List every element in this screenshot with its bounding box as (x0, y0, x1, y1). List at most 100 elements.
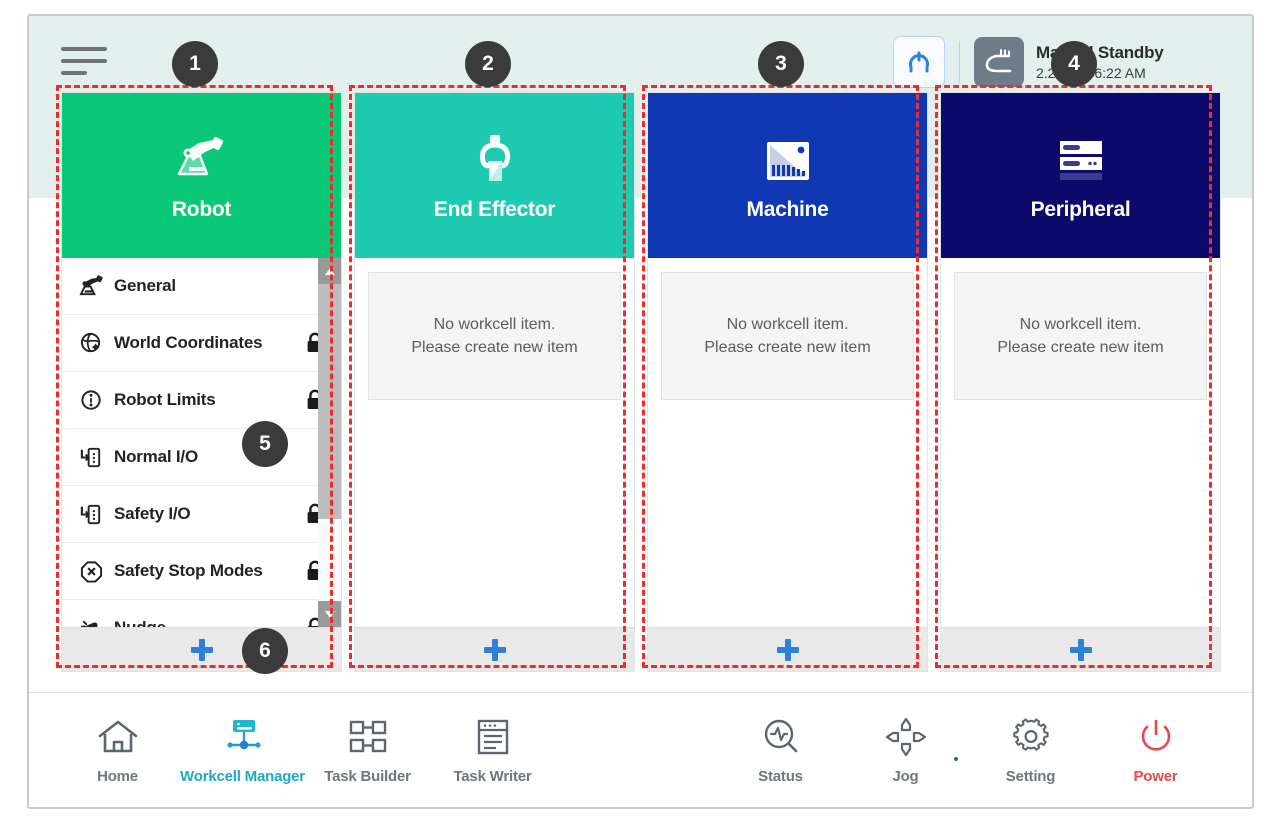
empty-state: No workcell item. Please create new item (954, 272, 1207, 400)
robot-column-header[interactable]: Robot (62, 93, 341, 258)
io-glyph (80, 447, 100, 467)
end-effector-column-header[interactable]: End Effector (355, 93, 634, 258)
end-effector-column: End Effector No workcell item. Please cr… (354, 92, 635, 672)
scroll-up-button[interactable] (318, 258, 341, 284)
robot-arm-glyph (177, 136, 223, 175)
machine-column-header[interactable]: Machine (648, 93, 927, 258)
add-item-button[interactable] (62, 627, 341, 671)
list-item-world-coordinates[interactable]: World Coordinates (62, 315, 341, 372)
empty-state: No workcell item. Please create new item (661, 272, 914, 400)
list-item-label: Normal I/O (114, 447, 198, 466)
list-item-label: General (114, 276, 176, 295)
io-glyph (80, 504, 100, 524)
empty-line-1: No workcell item. (726, 315, 849, 333)
header-divider (959, 41, 960, 83)
normal-io-icon (74, 445, 108, 470)
list-item-label: Safety Stop Modes (114, 561, 263, 580)
empty-line-2: Please create new item (411, 338, 578, 356)
peripheral-column-title: Peripheral (1030, 197, 1131, 221)
nav-item-workcell-manager[interactable]: Workcell Manager (180, 715, 305, 785)
robot-limits-icon (74, 388, 108, 413)
nav-item-status[interactable]: Status (718, 715, 843, 785)
robot-arm-icon (74, 274, 108, 299)
limits-glyph (80, 389, 101, 410)
nav-item-task-writer[interactable]: Task Writer (430, 715, 555, 785)
add-item-button[interactable] (941, 627, 1220, 671)
scrollbar-thumb[interactable] (318, 284, 341, 519)
scroll-down-button[interactable] (318, 601, 341, 627)
hamburger-menu-icon[interactable] (61, 43, 107, 79)
machine-icon (761, 130, 815, 192)
nav-item-power[interactable]: Power (1093, 715, 1218, 785)
nav-label: Power (1133, 768, 1178, 785)
nav-item-jog[interactable]: Jog (843, 715, 968, 785)
robot-arm-icon (173, 130, 231, 192)
list-item-label: World Coordinates (114, 333, 263, 352)
nav-label: Task Writer (453, 768, 532, 785)
nav-item-home[interactable]: Home (55, 715, 180, 785)
machine-column-title: Machine (746, 197, 829, 221)
list-item-label: Nudge (114, 618, 166, 627)
power-glyph (1141, 719, 1170, 751)
workcell-columns: Robot (61, 92, 1221, 672)
annotation-badge-3: 3 (758, 41, 804, 87)
gear-icon (1010, 715, 1052, 759)
plus-icon (776, 638, 799, 661)
home-icon (97, 715, 139, 759)
list-item-safety-io[interactable]: Safety I/O (62, 486, 341, 543)
task-writer-icon (473, 715, 513, 759)
add-item-button[interactable] (355, 627, 634, 671)
plus-icon (190, 638, 213, 661)
nav-item-task-builder[interactable]: Task Builder (305, 715, 430, 785)
empty-line-2: Please create new item (704, 338, 871, 356)
plus-icon (483, 638, 506, 661)
manual-hand-icon[interactable] (974, 37, 1024, 87)
bottom-navigation: Home (29, 692, 1252, 807)
gripper-icon (471, 130, 519, 192)
annotation-badge-4: 4 (1051, 41, 1097, 87)
nav-label: Jog (892, 768, 919, 785)
settings-list-scrollbar[interactable] (318, 258, 341, 627)
peripheral-rack-icon (1053, 130, 1109, 192)
rack-glyph (1059, 140, 1102, 180)
nav-item-setting[interactable]: Setting (968, 715, 1093, 785)
status-icon (760, 715, 802, 759)
robot-column-title: Robot (171, 197, 232, 221)
world-coordinates-icon (74, 331, 108, 356)
task-builder-glyph (349, 720, 386, 753)
nav-left-group: Home (55, 715, 555, 785)
menu-line-3 (61, 71, 87, 75)
empty-state: No workcell item. Please create new item (368, 272, 621, 400)
list-item-safety-stop-modes[interactable]: Safety Stop Modes (62, 543, 341, 600)
nav-label: Status (758, 768, 803, 785)
safety-stop-icon (74, 559, 108, 584)
peripheral-column-header[interactable]: Peripheral (941, 93, 1220, 258)
jog-icon (884, 715, 928, 759)
end-effector-body: No workcell item. Please create new item (355, 258, 634, 627)
menu-line-1 (61, 47, 107, 51)
robot-home-pose-icon[interactable] (893, 36, 945, 88)
nav-label: Home (97, 768, 138, 785)
stop-octagon-glyph (80, 560, 102, 583)
list-item-general[interactable]: General (62, 258, 341, 315)
chevron-up-icon (324, 267, 335, 275)
list-item-label: Safety I/O (114, 504, 191, 523)
nudge-hand-icon (74, 616, 108, 627)
nav-label: Workcell Manager (180, 768, 305, 785)
jog-glyph (885, 717, 926, 757)
list-item-robot-limits[interactable]: Robot Limits (62, 372, 341, 429)
separator-dot (954, 757, 958, 761)
hand-glyph (985, 49, 1012, 73)
task-builder-icon (346, 715, 390, 759)
add-item-button[interactable] (648, 627, 927, 671)
list-item-normal-io[interactable]: Normal I/O (62, 429, 341, 486)
empty-line-1: No workcell item. (433, 315, 556, 333)
annotation-badge-6: 6 (242, 628, 288, 674)
home-pose-glyph (909, 51, 929, 73)
menu-line-2 (61, 59, 107, 63)
settings-list: General World Coord (62, 258, 341, 627)
status-glyph (764, 719, 797, 753)
workcell-manager-icon (221, 715, 265, 759)
gripper-glyph (479, 134, 510, 181)
list-item-nudge[interactable]: Nudge (62, 600, 341, 627)
